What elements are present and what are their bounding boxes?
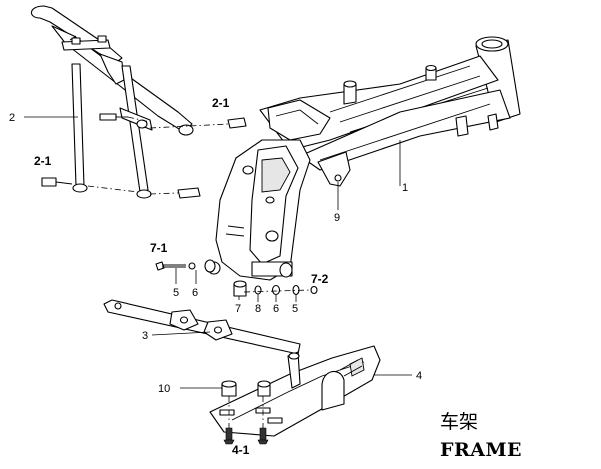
callout-2-1-upper: 2-1 — [212, 96, 230, 110]
callout-7-2: 7-2 — [311, 272, 329, 286]
callout-2: 2 — [9, 112, 15, 124]
callout-4-1: 4-1 — [232, 443, 250, 457]
callout-5-right: 5 — [292, 303, 298, 315]
title-english: FRAME — [440, 439, 522, 461]
callout-6-left: 6 — [192, 287, 198, 299]
callout-labels: 2 2-1 2-1 1 9 7-1 5 6 7 8 6 5 7-2 3 4 10… — [9, 96, 422, 457]
callout-2-1-lower: 2-1 — [34, 154, 52, 168]
callout-3: 3 — [142, 330, 148, 342]
rear-subframe — [30, 5, 194, 199]
callout-7-1: 7-1 — [150, 241, 168, 255]
rubber-pads — [221, 380, 271, 397]
callout-9: 9 — [334, 212, 340, 224]
skid-bolts — [223, 396, 269, 445]
hardware-row — [155, 259, 318, 297]
callout-10: 10 — [158, 383, 170, 395]
skid-plate — [209, 345, 381, 437]
title-chinese: 车架 — [440, 411, 478, 433]
bolt-2-1-lower — [41, 177, 201, 199]
callout-1: 1 — [402, 182, 408, 194]
callout-7: 7 — [235, 303, 241, 315]
leader-lines — [24, 116, 412, 389]
callout-8: 8 — [255, 303, 261, 315]
callout-4: 4 — [416, 370, 422, 382]
engine-mount-bar — [103, 299, 301, 355]
callout-6-right: 6 — [273, 303, 279, 315]
bolt-2-1-upper — [99, 113, 247, 129]
main-frame — [207, 36, 521, 281]
callout-5-left: 5 — [173, 287, 179, 299]
